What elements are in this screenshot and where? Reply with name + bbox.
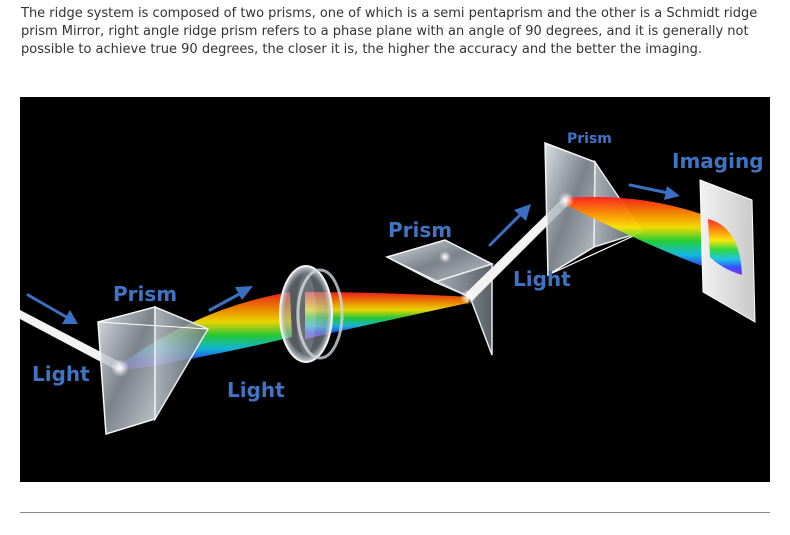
incoming-light-beam: [20, 310, 122, 371]
divider-line: [20, 512, 770, 513]
screen-icon: [699, 179, 756, 323]
arrow-icon: [488, 204, 531, 247]
light-reflect-label: Light: [513, 267, 571, 291]
spectrum-beam-3: [565, 196, 739, 277]
glow-point: [558, 192, 574, 208]
glow-point: [439, 251, 451, 263]
arrow-icon: [208, 286, 253, 312]
ridge-prism-diagram: Light Prism Light Prism Light Prism Imag…: [20, 97, 770, 482]
light-in-label: Light: [32, 362, 90, 386]
glow-point: [460, 289, 476, 305]
lens-icon: [279, 265, 344, 363]
glow-point: [111, 359, 129, 377]
arrow-icon: [26, 293, 78, 324]
prism-3-label: Prism: [567, 131, 612, 147]
prism-1-label: Prism: [113, 282, 178, 306]
spectrum-beam-2: [305, 292, 470, 339]
light-mid-label: Light: [227, 378, 285, 402]
arrow-icon: [628, 183, 680, 200]
prism-2-label: Prism: [388, 218, 453, 242]
reflected-light-beam: [466, 198, 569, 301]
description-text: The ridge system is composed of two pris…: [21, 6, 758, 57]
imaging-label: Imaging: [672, 149, 764, 173]
optical-path-illustration: [20, 141, 756, 435]
